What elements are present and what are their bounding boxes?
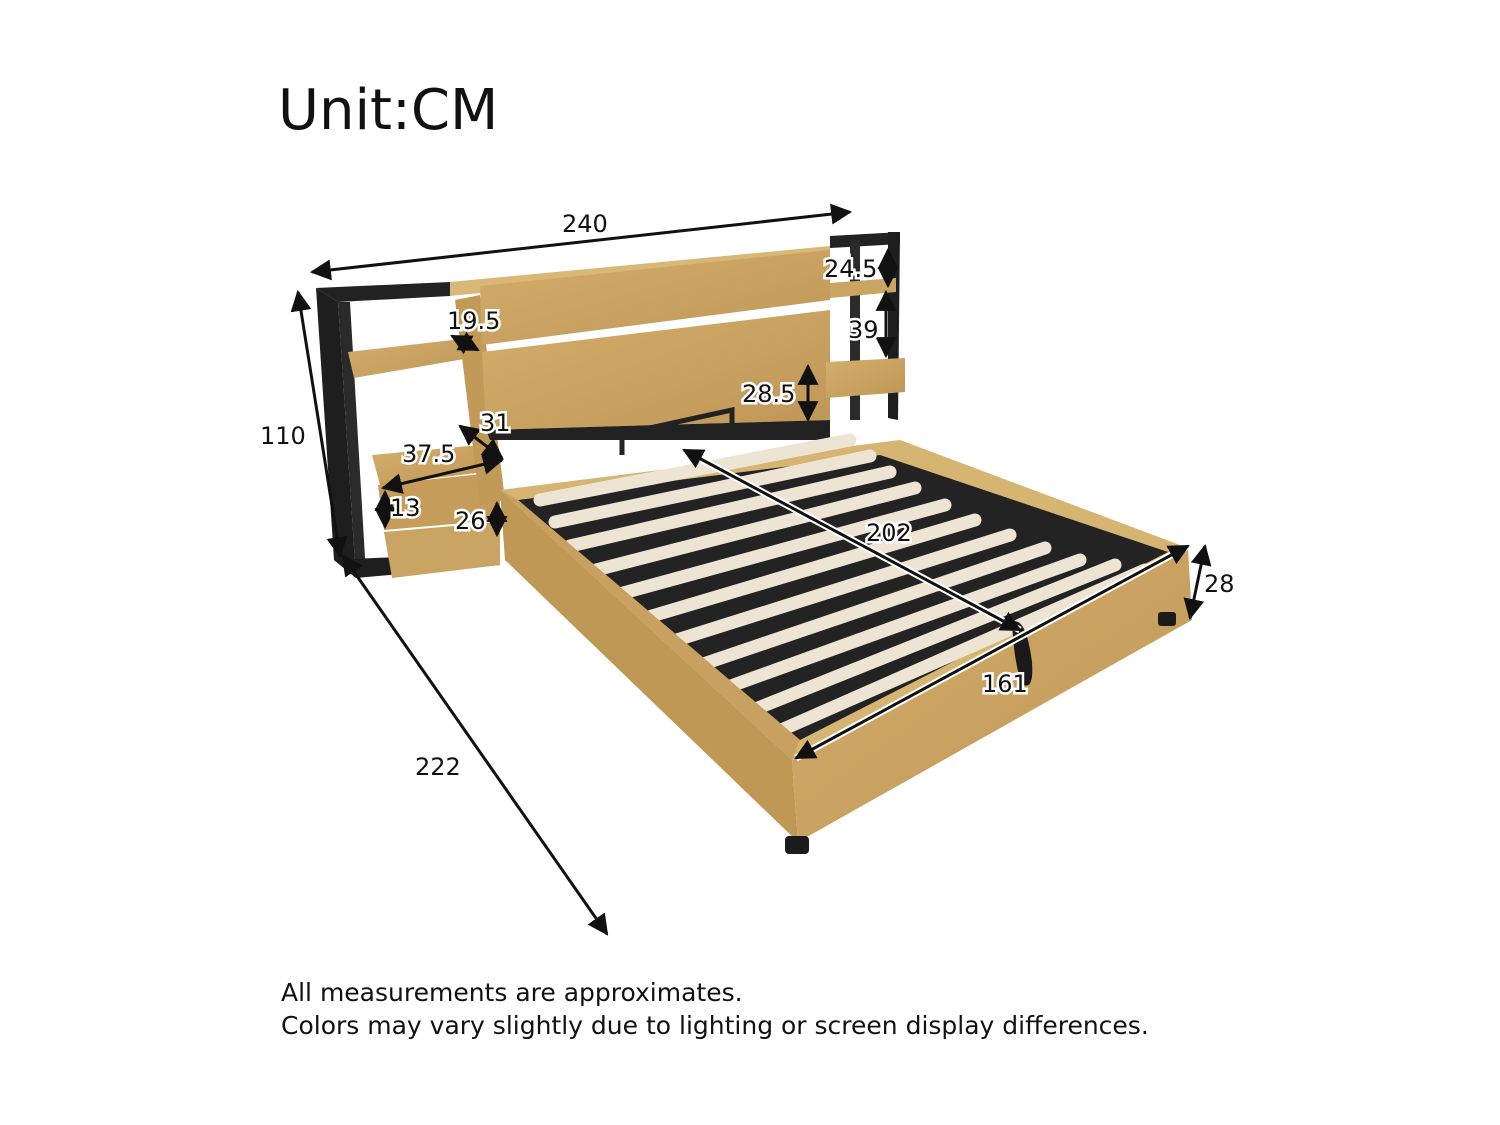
dim-lower-gap: 26 — [455, 507, 486, 535]
dim-mattress-length: 202 — [866, 519, 912, 547]
dimension-lines — [290, 203, 1212, 936]
dim-headboard-depth: 19.5 — [447, 307, 500, 335]
dim-mattress-width: 161 — [982, 670, 1028, 698]
dim-overall-height: 110 — [260, 422, 306, 450]
disclaimer-measurements: All measurements are approximates. — [281, 978, 743, 1007]
dim-drawer-height: 13 — [390, 494, 421, 522]
dim-frame-height: 28 — [1204, 570, 1235, 598]
dim-top-shelf-height: 24.5 — [824, 255, 877, 283]
dim-headboard-clearance: 28.5 — [742, 380, 795, 408]
dim-overall-length: 222 — [415, 753, 461, 781]
dim-overall-width: 240 — [562, 210, 608, 238]
dim-side-cabinet-depth: 31 — [480, 409, 511, 437]
bed-base — [500, 406, 1192, 854]
dim-right-shelf-gap: 39 — [848, 316, 879, 344]
unit-title: Unit:CM — [278, 78, 499, 143]
dim-side-cabinet-width: 37.5 — [402, 440, 455, 468]
disclaimer-colors: Colors may vary slightly due to lighting… — [281, 1011, 1149, 1040]
bed-leg — [1158, 612, 1176, 626]
bed-leg — [785, 836, 809, 854]
bed-slats — [533, 433, 1152, 753]
